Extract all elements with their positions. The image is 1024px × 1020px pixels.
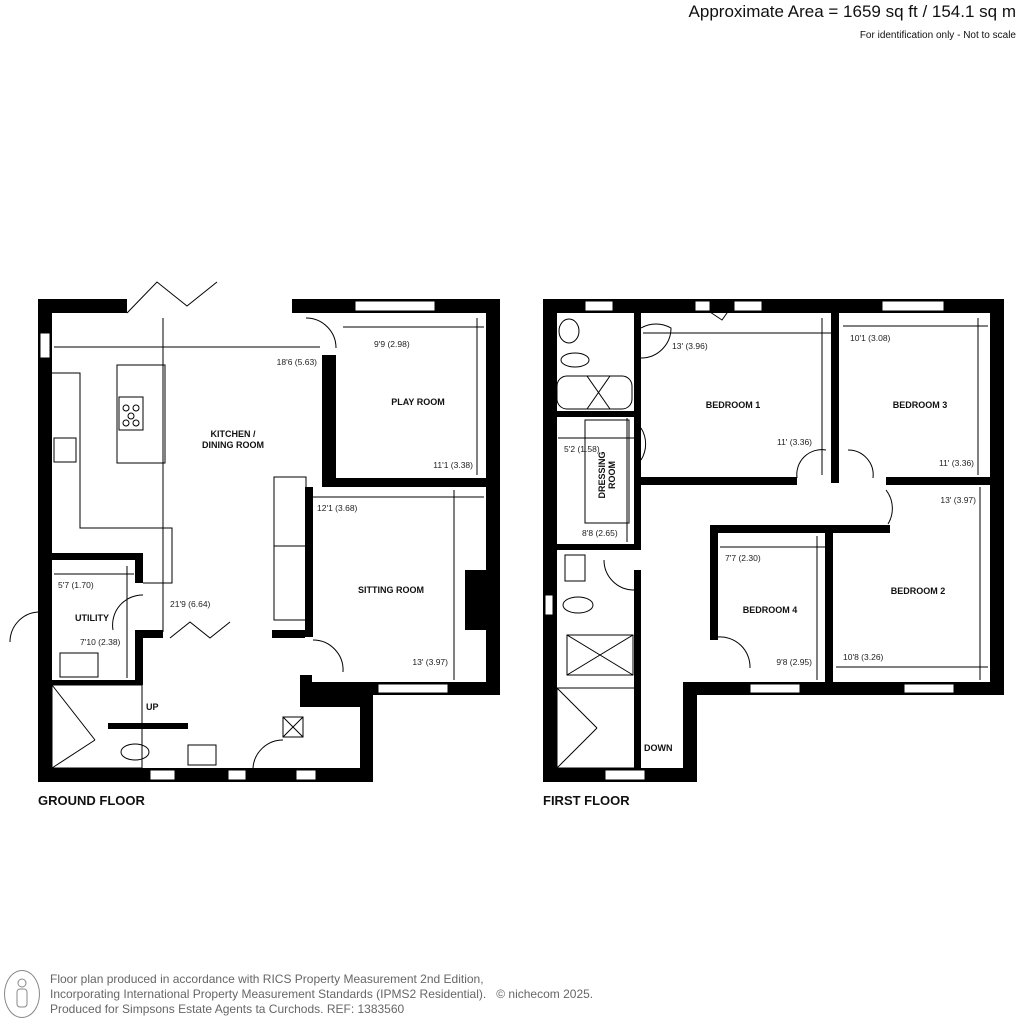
dim-bed4-width: 7'7 (2.30) xyxy=(725,553,761,563)
dim-bed2-length: 13' (3.97) xyxy=(940,495,976,505)
dim-utility-length: 7'10 (2.38) xyxy=(80,637,121,647)
toilet-icon xyxy=(562,596,594,614)
hob-icon xyxy=(118,396,144,431)
toilet-icon xyxy=(560,352,590,368)
dim-sitting-length: 13' (3.97) xyxy=(412,657,448,667)
footer-text: Floor plan produced in accordance with R… xyxy=(50,972,593,1017)
first-dimension-lines xyxy=(558,318,988,680)
footer-line-3: Produced for Simpsons Estate Agents ta C… xyxy=(50,1002,405,1016)
room-label-dining: DINING ROOM xyxy=(202,440,264,450)
footer-line-1: Floor plan produced in accordance with R… xyxy=(50,972,484,986)
bath-icon xyxy=(556,375,633,410)
ground-floor-plan: KITCHEN / DINING ROOM PLAY ROOM SITTING … xyxy=(9,281,500,808)
utility-sink-icon xyxy=(59,652,99,678)
dim-kitchen-length: 21'9 (6.64) xyxy=(170,599,211,609)
shower-tray-icon xyxy=(566,634,634,676)
ground-floor-title: GROUND FLOOR xyxy=(38,793,145,808)
sink-icon xyxy=(53,437,77,463)
staircase xyxy=(556,687,636,769)
first-floor-fixtures xyxy=(556,305,893,769)
dim-play-width: 9'9 (2.98) xyxy=(374,339,410,349)
dim-bed1-length: 11' (3.36) xyxy=(777,437,812,447)
first-floor-plan: BEDROOM 1 BEDROOM 3 BEDROOM 2 BEDROOM 4 … xyxy=(543,299,1004,808)
footer-line-2: Incorporating International Property Mea… xyxy=(50,987,487,1001)
dim-dressing-width: 5'2 (1.58) xyxy=(564,444,600,454)
ground-floor-windows xyxy=(39,300,449,781)
scale-note: For identification only - Not to scale xyxy=(859,30,1016,41)
dim-bed3-width: 10'1 (3.08) xyxy=(850,333,891,343)
toilet-icon xyxy=(120,743,150,761)
stairs-up-label: UP xyxy=(146,702,159,712)
basin-icon xyxy=(558,318,580,344)
dim-dressing-length: 8'8 (2.65) xyxy=(582,528,618,538)
ground-floor-fixtures xyxy=(9,281,344,769)
copyright: © nichecom 2025. xyxy=(496,987,594,1001)
first-floor-title: FIRST FLOOR xyxy=(543,793,630,808)
room-label-dressing-room: ROOM xyxy=(607,461,617,489)
room-label-sitting-room: SITTING ROOM xyxy=(358,585,424,595)
room-label-bedroom-3: BEDROOM 3 xyxy=(893,400,948,410)
room-label-kitchen: KITCHEN / xyxy=(211,429,256,439)
room-label-utility: UTILITY xyxy=(75,613,109,623)
first-floor-walls xyxy=(543,299,1004,782)
loft-hatch xyxy=(282,716,304,738)
stairs-down-label: DOWN xyxy=(644,743,673,753)
ground-floor-walls xyxy=(38,299,500,782)
dim-bed2-width: 10'8 (3.26) xyxy=(843,652,884,662)
room-label-dressing: DRESSING xyxy=(597,451,607,498)
room-label-play-room: PLAY ROOM xyxy=(391,397,445,407)
basin-icon xyxy=(187,744,217,766)
dim-sitting-width: 12'1 (3.68) xyxy=(317,503,358,513)
dim-bed4-length: 9'8 (2.95) xyxy=(776,657,812,667)
ground-dimension-lines xyxy=(54,318,484,680)
person-outline-icon xyxy=(4,970,40,1018)
kitchen-island xyxy=(116,364,166,464)
dim-utility-width: 5'7 (1.70) xyxy=(58,580,94,590)
dim-play-length: 11'1 (3.38) xyxy=(433,460,473,470)
wardrobe xyxy=(584,419,630,524)
room-label-bedroom-4: BEDROOM 4 xyxy=(743,605,798,615)
room-label-bedroom-2: BEDROOM 2 xyxy=(891,586,946,596)
first-floor-windows xyxy=(544,300,955,781)
room-label-bedroom-1: BEDROOM 1 xyxy=(706,400,761,410)
approximate-area: Approximate Area = 1659 sq ft / 154.1 sq… xyxy=(688,2,1016,21)
dim-kitchen-width: 18'6 (5.63) xyxy=(277,357,318,367)
dim-bed3-length: 11' (3.36) xyxy=(939,458,974,468)
basin-icon xyxy=(564,554,586,582)
staircase xyxy=(51,684,143,769)
dim-bed1-width: 13' (3.96) xyxy=(672,341,708,351)
